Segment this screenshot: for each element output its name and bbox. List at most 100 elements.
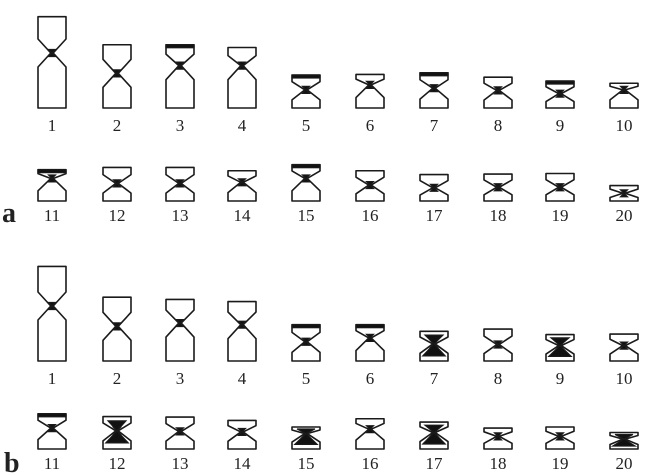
chromosome-outline: [292, 165, 320, 201]
chromosome-6: 6: [356, 325, 384, 388]
telomere-band: [292, 165, 320, 168]
chromosome-number: 13: [172, 454, 189, 473]
chromosome-7: 7: [420, 331, 448, 388]
chromosome-outline: [166, 45, 194, 108]
chromosome-12: 12: [103, 167, 131, 225]
telomere-band: [292, 325, 320, 328]
telomere-band: [546, 81, 574, 84]
centromere-mark: [114, 323, 121, 330]
chromosome-19: 19: [546, 174, 574, 226]
chromosome-17: 17: [420, 422, 448, 473]
chromosome-9: 9: [546, 81, 574, 135]
telomere-band: [292, 75, 320, 78]
panel-b-chromosomes: 1234567891011121314151617181920: [38, 266, 638, 473]
chromosome-number: 18: [490, 454, 507, 473]
chromosome-number: 8: [494, 369, 503, 388]
chromosome-15: 15: [292, 427, 320, 473]
panel-a-label: a: [2, 198, 16, 229]
chromosome-number: 2: [113, 116, 122, 135]
chromosome-number: 4: [238, 116, 247, 135]
chromosome-5: 5: [292, 75, 320, 135]
chromosome-number: 14: [234, 454, 252, 473]
chromosome-number: 11: [44, 206, 60, 225]
chromosome-outline: [166, 299, 194, 361]
chromosome-4: 4: [228, 48, 256, 136]
chromosome-2: 2: [103, 45, 131, 135]
chromosome-number: 10: [616, 116, 633, 135]
chromosome-outline: [38, 17, 66, 108]
centromere-mark: [177, 320, 184, 327]
chromosome-number: 19: [552, 206, 569, 225]
chromosome-18: 18: [484, 174, 512, 225]
chromosome-8: 8: [484, 329, 512, 388]
chromosome-5: 5: [292, 325, 320, 388]
chromosome-16: 16: [356, 171, 384, 225]
chromosome-11: 11: [38, 170, 66, 225]
centromere-mark: [114, 70, 121, 77]
chromosome-number: 15: [298, 454, 315, 473]
chromosome-number: 10: [616, 369, 633, 388]
chromosome-3: 3: [166, 45, 194, 135]
chromosome-1: 1: [38, 17, 66, 135]
chromosome-number: 13: [172, 206, 189, 225]
chromosome-number: 4: [238, 369, 247, 388]
chromosome-13: 13: [166, 417, 194, 473]
telomere-band: [38, 170, 66, 173]
chromosome-outline: [228, 302, 256, 361]
panel-b: 1234567891011121314151617181920 b: [4, 266, 638, 475]
chromosome-7: 7: [420, 73, 448, 135]
chromosome-number: 7: [430, 116, 439, 135]
chromosome-15: 15: [292, 165, 320, 225]
chromosome-4: 4: [228, 302, 256, 388]
panel-b-label: b: [4, 448, 20, 475]
chromosome-8: 8: [484, 77, 512, 135]
chromosome-number: 1: [48, 116, 57, 135]
chromosome-2: 2: [103, 297, 131, 388]
chromosome-14: 14: [228, 420, 256, 473]
chromosome-number: 16: [362, 206, 379, 225]
centromere-mark: [177, 62, 184, 69]
chromosome-12: 12: [103, 417, 131, 473]
chromosome-number: 7: [430, 369, 439, 388]
chromosome-number: 3: [176, 116, 185, 135]
chromosome-number: 6: [366, 116, 375, 135]
chromosome-number: 6: [366, 369, 375, 388]
chromosome-number: 17: [426, 454, 444, 473]
chromosome-number: 8: [494, 116, 503, 135]
centromere-mark: [49, 303, 56, 310]
chromosome-outline: [356, 325, 384, 361]
chromosome-number: 1: [48, 369, 57, 388]
chromosome-number: 9: [556, 116, 565, 135]
chromosome-9: 9: [546, 335, 574, 388]
chromosome-number: 5: [302, 116, 311, 135]
chromosome-number: 17: [426, 206, 444, 225]
telomere-band: [356, 325, 384, 328]
chromosome-outline: [356, 74, 384, 108]
centromere-mark: [49, 50, 56, 57]
centromere-mark: [239, 321, 246, 328]
chromosome-17: 17: [420, 175, 448, 225]
telomere-band: [420, 73, 448, 76]
chromosome-number: 9: [556, 369, 565, 388]
chromosome-19: 19: [546, 427, 574, 473]
chromosome-number: 11: [44, 454, 60, 473]
chromosome-20: 20: [610, 186, 638, 225]
chromosome-number: 12: [109, 454, 126, 473]
chromosome-1: 1: [38, 266, 66, 388]
chromosome-6: 6: [356, 74, 384, 135]
chromosome-number: 18: [490, 206, 507, 225]
chromosome-3: 3: [166, 299, 194, 388]
chromosome-number: 20: [616, 206, 633, 225]
chromosome-number: 3: [176, 369, 185, 388]
chromosome-number: 16: [362, 454, 379, 473]
chromosome-outline: [38, 266, 66, 361]
chromosome-number: 5: [302, 369, 311, 388]
chromosome-number: 20: [616, 454, 633, 473]
chromosome-16: 16: [356, 419, 384, 473]
chromosome-outline: [356, 419, 384, 449]
chromosome-18: 18: [484, 428, 512, 473]
chromosome-20: 20: [610, 433, 638, 474]
panel-a: 1234567891011121314151617181920 a: [2, 17, 638, 229]
chromosome-number: 19: [552, 454, 569, 473]
